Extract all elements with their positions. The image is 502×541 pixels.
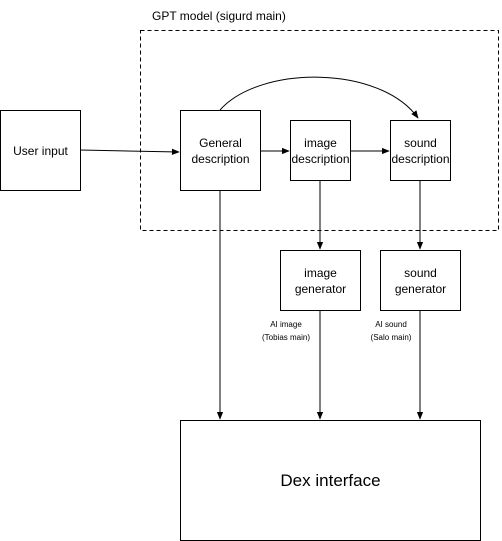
user-input-node[interactable]: User input bbox=[0, 110, 81, 191]
image-generator-node[interactable]: image generator bbox=[280, 250, 361, 311]
general-description-node[interactable]: General description bbox=[180, 110, 261, 191]
sound-generator-node[interactable]: sound generator bbox=[380, 250, 461, 311]
gpt-model-group-label: GPT model (sigurd main) bbox=[152, 9, 286, 23]
edge-userinput-to-general bbox=[79, 148, 180, 156]
image-description-node[interactable]: image description bbox=[290, 120, 351, 181]
ai-sound-edge-label: AI sound (Salo main) bbox=[370, 320, 412, 342]
dex-interface-node[interactable]: Dex interface bbox=[180, 420, 481, 541]
sound-description-node[interactable]: sound description bbox=[390, 120, 451, 181]
ai-image-edge-label: AI image (Tobias main) bbox=[261, 320, 310, 342]
edge-general-to-sounddesc-curve bbox=[219, 76, 419, 119]
